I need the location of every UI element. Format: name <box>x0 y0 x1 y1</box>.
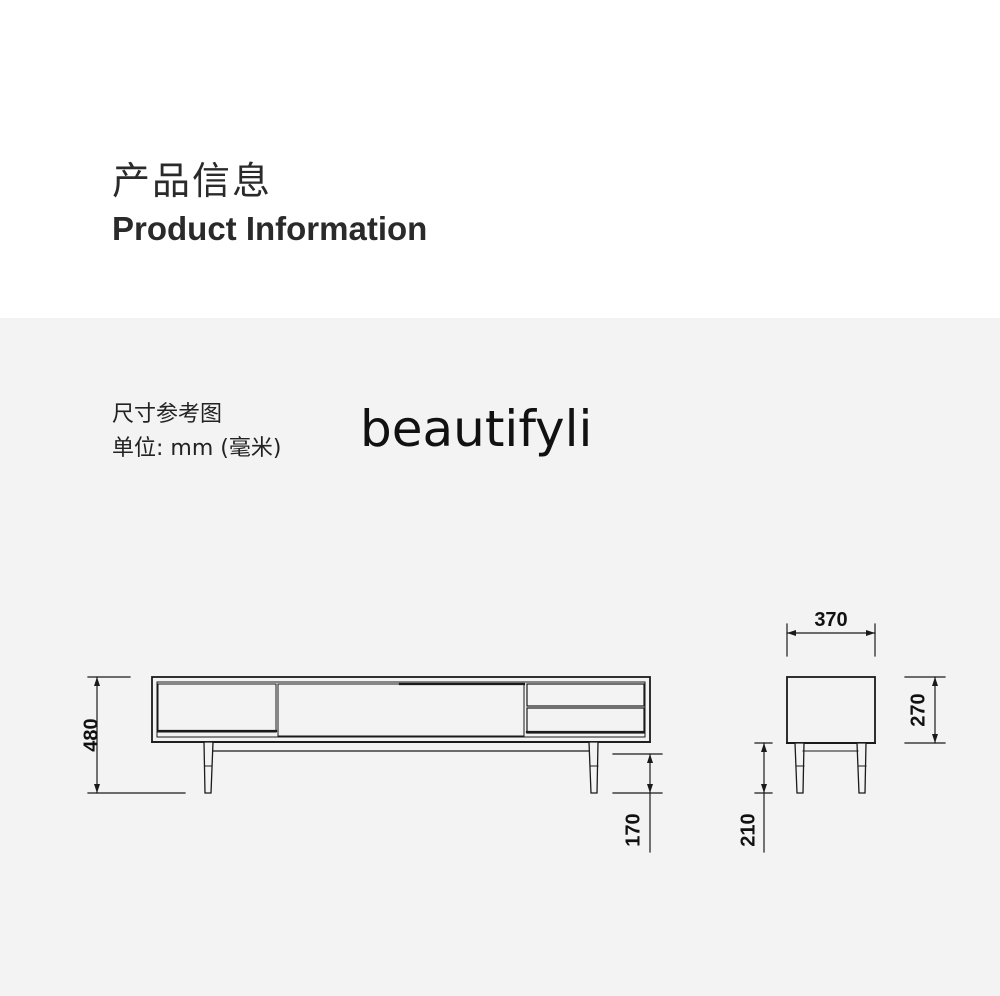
side-view-legs <box>794 742 867 794</box>
dimension-270-lines <box>904 676 946 744</box>
dimension-drawing-section: 尺寸参考图 单位: mm (毫米) beautifyli <box>0 318 1000 996</box>
dimension-170-lines <box>612 753 663 853</box>
side-view-cabinet <box>786 676 876 744</box>
caption-title: 尺寸参考图 <box>112 402 223 427</box>
dimension-label-370: 370 <box>814 609 847 631</box>
dimension-210-lines <box>754 742 773 853</box>
dimension-370-lines <box>786 623 876 657</box>
front-view-leg-rail <box>211 741 593 752</box>
page-title-en: Product Information <box>112 210 428 247</box>
dimension-label-480: 480 <box>80 718 102 751</box>
page-title-cn: 产品信息 <box>112 159 273 203</box>
dimension-label-270: 270 <box>907 693 929 726</box>
header-section: 产品信息 Product Information <box>0 0 1000 318</box>
dimension-label-210: 210 <box>737 813 759 846</box>
dimension-480-lines <box>87 676 186 794</box>
technical-drawing: 480 170 370 270 210 <box>80 609 946 853</box>
dimension-caption: 尺寸参考图 单位: mm (毫米) <box>112 398 281 466</box>
dimension-arrows <box>94 630 938 793</box>
caption-unit: 单位: mm (毫米) <box>112 436 282 461</box>
front-view-legs <box>203 741 599 794</box>
dimension-label-170: 170 <box>622 813 644 846</box>
front-view-cabinet <box>151 676 651 743</box>
watermark-text: beautifyli <box>360 400 593 458</box>
